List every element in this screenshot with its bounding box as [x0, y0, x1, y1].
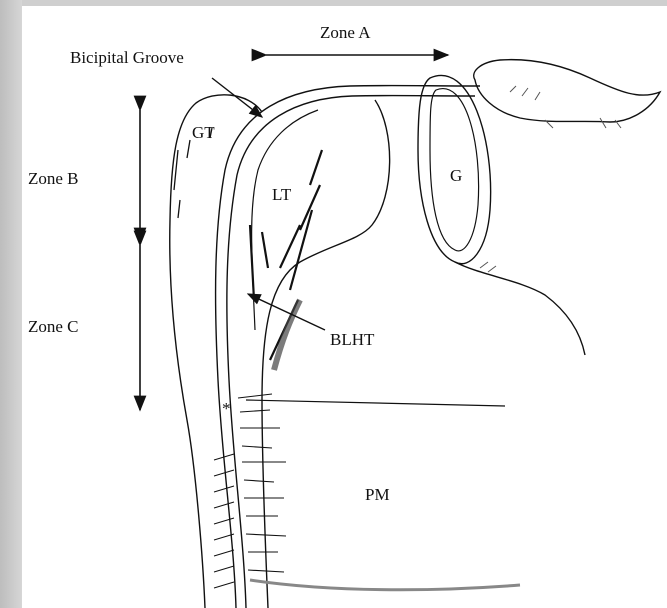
asterisk-marker: * — [222, 399, 231, 418]
coracoid-process — [474, 60, 660, 122]
blht-label: BLHT — [330, 330, 375, 349]
zone-b-label: Zone B — [28, 169, 79, 188]
glenoid-label: G — [450, 166, 462, 185]
coracoid-hatching — [480, 86, 621, 272]
zone-a-label: Zone A — [320, 23, 371, 42]
humerus-outer-outline — [170, 95, 262, 608]
shoulder-anatomy-figure: Zone A Zone B Zone C Bicipital Groove — [22, 6, 667, 608]
greater-tuberosity-hatching — [214, 454, 234, 588]
bicipital-groove-label: Bicipital Groove — [70, 48, 184, 67]
lesser-tuberosity-outline — [252, 110, 318, 330]
scapula-outline — [455, 262, 585, 355]
gt-label: GT — [192, 123, 215, 142]
pm-label: PM — [365, 485, 390, 504]
pm-lower-border — [250, 580, 520, 590]
bicipital-groove-pointer — [212, 78, 262, 117]
frame-left-border — [0, 0, 22, 608]
lt-label: LT — [272, 185, 292, 204]
zone-c-label: Zone C — [28, 317, 79, 336]
anatomy-diagram-svg: Zone A Zone B Zone C Bicipital Groove — [22, 6, 667, 608]
blht-shadow — [274, 300, 300, 370]
pm-upper-border — [246, 400, 505, 406]
